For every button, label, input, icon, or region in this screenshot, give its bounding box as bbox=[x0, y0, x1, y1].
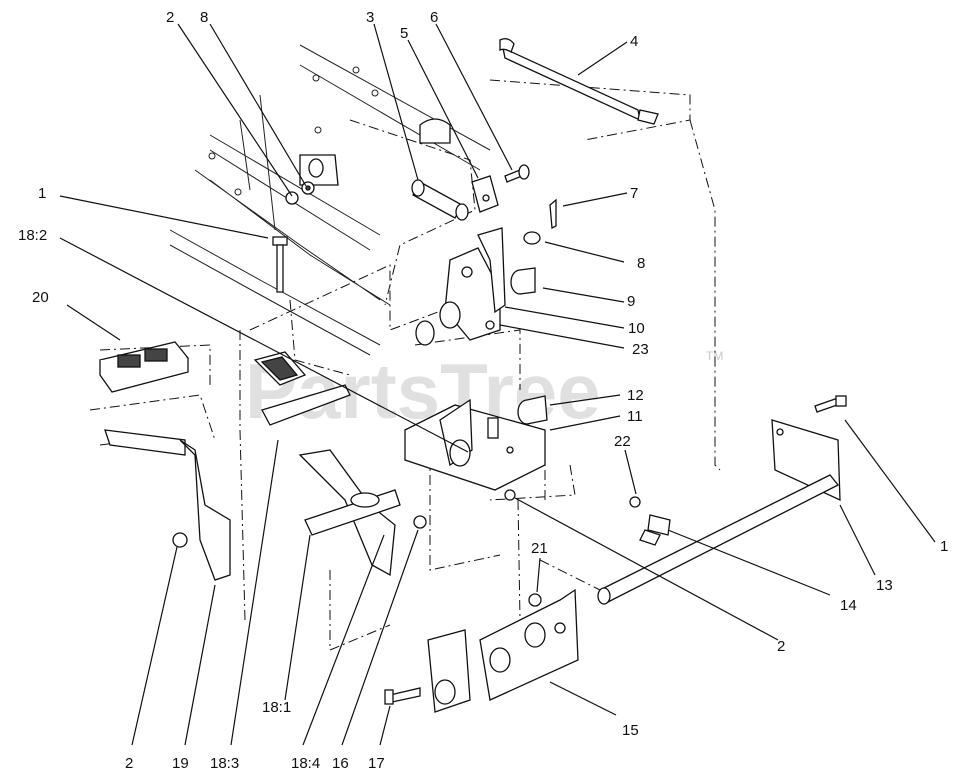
nut-washer-top bbox=[285, 181, 315, 205]
callout-6: 6 bbox=[430, 9, 438, 26]
callout-20: 20 bbox=[32, 289, 49, 306]
pedal-pad-20 bbox=[98, 341, 190, 393]
fitting-14-22 bbox=[629, 496, 671, 546]
washer-8-right bbox=[523, 231, 541, 245]
callout-14: 14 bbox=[840, 597, 857, 614]
pin-3 bbox=[411, 179, 469, 221]
callout-11: 11 bbox=[627, 408, 643, 425]
callout-18-3: 18:3 bbox=[210, 755, 239, 772]
callout-7: 7 bbox=[630, 185, 638, 202]
bolt-1-left bbox=[272, 236, 288, 293]
rod-4 bbox=[499, 38, 659, 125]
nut-21 bbox=[528, 593, 542, 607]
callout-13: 13 bbox=[876, 577, 893, 594]
callout-labels: 2 8 3 6 5 4 1 7 18:2 8 20 9 10 23 12 11 … bbox=[18, 9, 948, 772]
bushing-left bbox=[415, 320, 435, 346]
bolt-17 bbox=[384, 687, 421, 705]
callout-12: 12 bbox=[627, 387, 644, 404]
arm-bracket-10 bbox=[439, 227, 506, 341]
bracket-5 bbox=[471, 164, 530, 213]
frame-bracket-top bbox=[299, 118, 451, 186]
callout-9: 9 bbox=[627, 293, 635, 310]
callout-19: 19 bbox=[172, 755, 189, 772]
callout-2-mid: 2 bbox=[777, 638, 785, 655]
callout-15: 15 bbox=[622, 722, 639, 739]
callout-23: 23 bbox=[632, 341, 649, 358]
callout-4: 4 bbox=[630, 33, 638, 50]
nut-16 bbox=[413, 515, 427, 529]
callout-21: 21 bbox=[531, 540, 548, 557]
watermark-trademark: TM bbox=[706, 349, 723, 363]
callout-5: 5 bbox=[400, 25, 408, 42]
callout-8-right: 8 bbox=[637, 255, 645, 272]
pedal-assembly-18 bbox=[253, 351, 401, 577]
bracket-15 bbox=[427, 588, 579, 713]
callout-8-top: 8 bbox=[200, 9, 208, 26]
pivot-bracket-11 bbox=[404, 398, 546, 491]
pedal-bracket-19 bbox=[104, 429, 231, 581]
bushing-12 bbox=[517, 395, 548, 425]
callout-1-right: 1 bbox=[940, 538, 948, 555]
leader-lines bbox=[59, 23, 936, 746]
nut-2-mid bbox=[504, 489, 516, 501]
callout-2-bottom: 2 bbox=[125, 755, 133, 772]
cotter-pin-7 bbox=[549, 198, 557, 230]
callout-17: 17 bbox=[368, 755, 385, 772]
bolt-1-right bbox=[814, 395, 847, 413]
shaft-13 bbox=[597, 419, 841, 605]
bushing-9 bbox=[510, 267, 536, 295]
nut-23 bbox=[485, 320, 495, 330]
callout-3: 3 bbox=[366, 9, 374, 26]
callout-18-2: 18:2 bbox=[18, 227, 47, 244]
callout-16: 16 bbox=[332, 755, 349, 772]
callout-22: 22 bbox=[614, 433, 631, 450]
callout-18-4: 18:4 bbox=[291, 755, 320, 772]
nut-2-bottom bbox=[172, 532, 188, 548]
callout-18-1: 18:1 bbox=[262, 699, 291, 716]
callout-1-left: 1 bbox=[38, 185, 46, 202]
callout-10: 10 bbox=[628, 320, 645, 337]
callout-2-top: 2 bbox=[166, 9, 174, 26]
